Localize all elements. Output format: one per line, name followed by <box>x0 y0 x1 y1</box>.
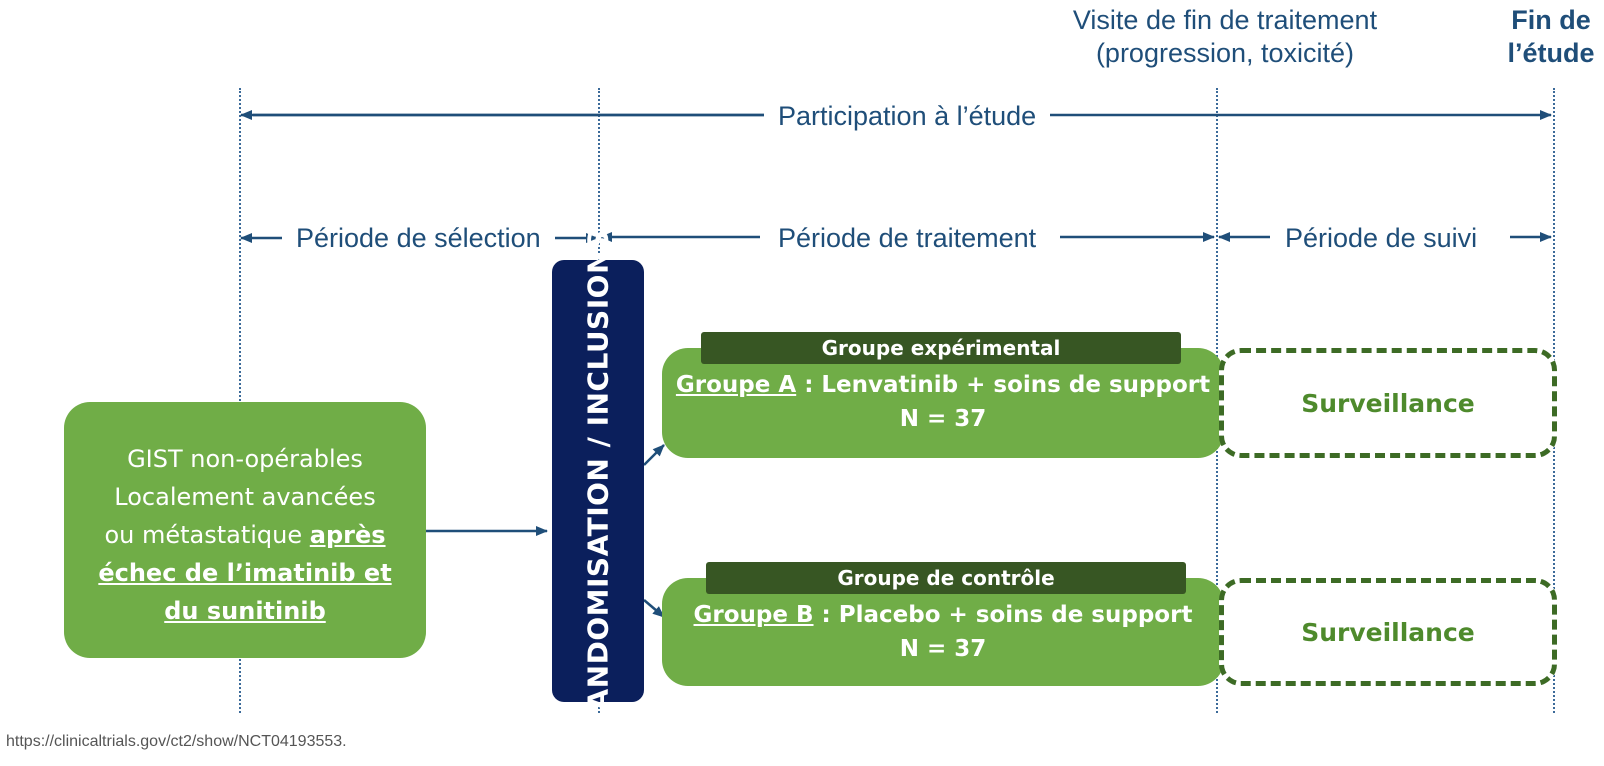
end-of-treatment-label: Visite de fin de traitement (progression… <box>1072 5 1378 68</box>
population-line-4: échec de l’imatinib et <box>98 559 392 587</box>
arm-a-box: Groupe A : Lenvatinib + soins de support… <box>662 348 1224 458</box>
population-line-2: Localement avancées <box>114 483 376 511</box>
randomization-bar: RANDOMISATION / INCLUSIONS <box>552 229 644 733</box>
arm-b-description: Groupe B : Placebo + soins de support <box>693 602 1193 628</box>
follow-up-period-label: Période de suivi <box>1271 222 1492 254</box>
randomization-to-arm-a-arrow <box>643 444 665 466</box>
arm-a-count: N = 37 <box>899 406 987 432</box>
selection-period-label: Période de sélection <box>282 222 555 254</box>
population-line-3: ou métastatique après <box>104 521 386 549</box>
population-line-5: du sunitinib <box>164 597 326 625</box>
arm-b-box: Groupe B : Placebo + soins de support N … <box>662 578 1224 686</box>
end-of-study-label: Fin de l’étude <box>1507 5 1595 68</box>
randomization-to-arm-b-arrow <box>643 599 665 618</box>
arm-a-description: Groupe A : Lenvatinib + soins de support <box>675 372 1211 398</box>
population-line-1: GIST non-opérables <box>127 445 363 473</box>
arm-a-tag: Groupe expérimental <box>701 332 1181 364</box>
source-url: https://clinicaltrials.gov/ct2/show/NCT0… <box>6 733 347 750</box>
timeline-divider-start <box>239 88 241 713</box>
arm-a-follow-up-box: Surveillance <box>1219 348 1557 458</box>
participation-label: Participation à l’étude <box>764 100 1051 132</box>
randomization-label: RANDOMISATION / INCLUSIONS <box>581 229 615 733</box>
treatment-period-label: Période de traitement <box>764 222 1051 254</box>
arm-b-count: N = 37 <box>899 636 987 662</box>
arm-b-tag: Groupe de contrôle <box>706 562 1186 594</box>
population-box: GIST non-opérables Localement avancées o… <box>64 402 426 658</box>
arm-b-follow-up-box: Surveillance <box>1219 578 1557 686</box>
